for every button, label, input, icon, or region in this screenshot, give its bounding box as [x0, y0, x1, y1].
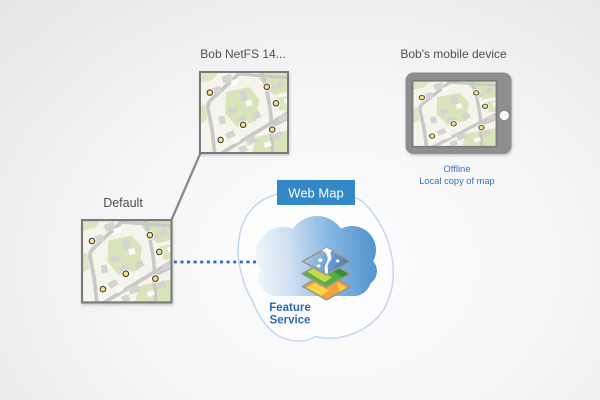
svg-text:Web Map: Web Map: [288, 186, 343, 201]
svg-text:Default: Default: [103, 196, 143, 210]
svg-text:Feature: Feature: [269, 302, 311, 314]
svg-text:Offline: Offline: [443, 164, 470, 175]
svg-text:Service: Service: [270, 315, 311, 327]
svg-text:Bob's mobile device: Bob's mobile device: [400, 47, 507, 61]
svg-text:Local copy of map: Local copy of map: [419, 176, 494, 186]
svg-text:Bob NetFS 14...: Bob NetFS 14...: [200, 47, 285, 61]
